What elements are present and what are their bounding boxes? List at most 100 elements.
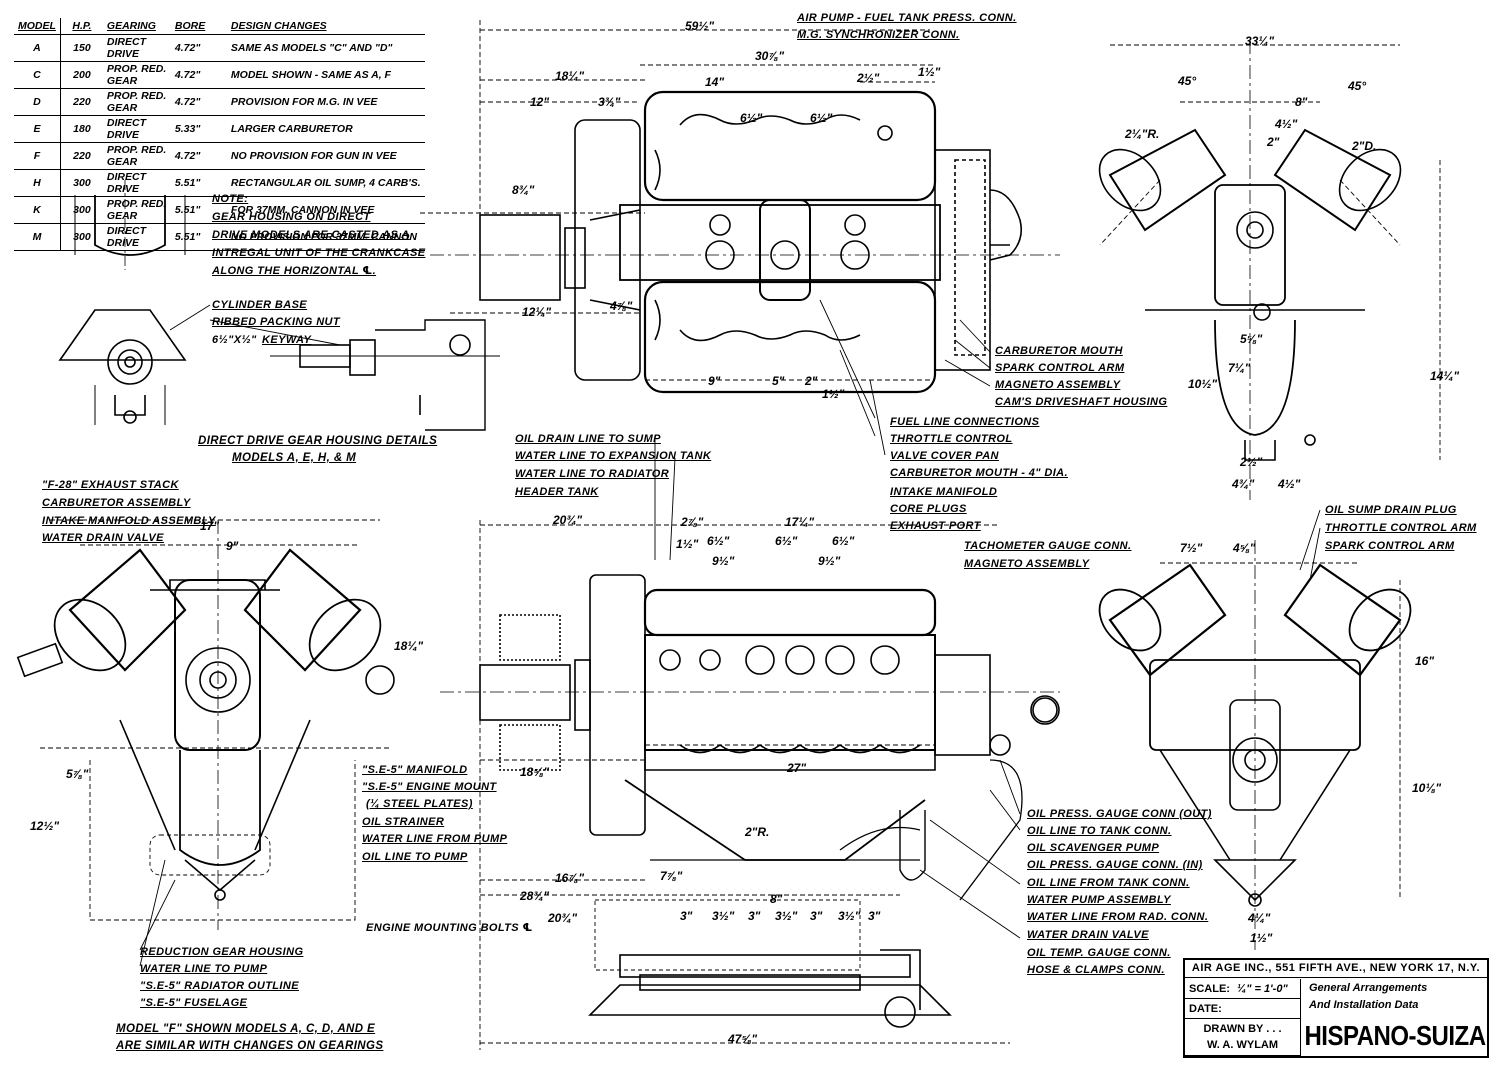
- label-keyway: Keyway: [262, 334, 312, 346]
- hp-cell: 150: [60, 34, 103, 62]
- dim-3s-4: 3": [810, 909, 823, 923]
- dim-4e: 4⅝": [1233, 541, 1256, 555]
- drawn-by-block: DRAWN BY . . . W. A. WYLAM: [1185, 1019, 1301, 1056]
- dim-18b: 18¼": [394, 639, 424, 653]
- note-line: Gear Housing On Direct: [212, 211, 371, 223]
- rear-view-drawing: [1030, 540, 1412, 950]
- dim-20a: 20¾": [553, 513, 583, 527]
- dim-5b: 5⅝": [1240, 332, 1263, 346]
- dim-6e: 6½": [832, 534, 855, 548]
- dim-10b: 10⅛": [1412, 781, 1442, 795]
- model-cell: E: [14, 115, 61, 143]
- label-magneto-assembly: Magneto Assembly: [995, 379, 1121, 391]
- dim-2d: 2¼"R.: [1125, 127, 1160, 141]
- dim-2a: 2½": [857, 71, 880, 85]
- label-fuel-line-connections: Fuel Line Connections: [890, 416, 1040, 428]
- label-oil-line-from-tank: Oil Line From Tank Conn.: [1027, 877, 1190, 889]
- model-row: A150Direct Drive4.72"Same As Models "C" …: [14, 34, 425, 62]
- gear-housing-drawing: [58, 180, 500, 431]
- dim-8a: 8¾": [512, 183, 535, 197]
- dim-3s-1: 3½": [712, 909, 735, 923]
- dim-4c: 4¾": [1232, 477, 1255, 491]
- dim-12b: 12¼": [522, 305, 552, 319]
- label-front-water-drain-valve: Water Drain Valve: [42, 532, 164, 544]
- dim-17b: 17¼": [785, 515, 815, 529]
- label-exhaust-port: Exhaust Port: [890, 520, 981, 532]
- model-cell: F: [14, 142, 61, 170]
- label-hose-clamps: Hose & Clamps Conn.: [1027, 964, 1165, 976]
- dim-5a: 5": [772, 374, 785, 388]
- hp-cell: 300: [60, 223, 103, 251]
- dim-16: 16⅞": [555, 871, 585, 885]
- label-water-pump-assembly: Water Pump Assembly: [1027, 894, 1171, 906]
- label-air-pump: Air Pump - Fuel Tank Press. Conn.: [797, 12, 1017, 24]
- date-label: DATE:: [1189, 1003, 1222, 1015]
- dim-20b: 20¾": [548, 911, 578, 925]
- dim-4d: 4½": [1278, 477, 1301, 491]
- drawn-by-name: W. A. WYLAM: [1206, 1039, 1279, 1051]
- dim-3a: 3¾": [598, 95, 621, 109]
- header-design-changes: Design Changes: [226, 18, 425, 35]
- model-cell: H: [14, 169, 61, 197]
- label-tachometer-gauge: Tachometer Gauge Conn.: [964, 540, 1132, 552]
- leader-lines: [139, 299, 1321, 967]
- gearing-cell: Direct Drive: [102, 34, 171, 62]
- model-row: M300Direct Drive5.51"No Provision For 37…: [14, 223, 425, 251]
- model-cell: D: [14, 88, 61, 116]
- bore-cell: 5.33": [170, 115, 227, 143]
- header-hp: H.P.: [60, 18, 103, 35]
- label-se5-radiator-outline: "S.E-5" Radiator Outline: [140, 980, 299, 992]
- description-line-2: And Installation Data: [1309, 999, 1419, 1011]
- dim-7a: 7¼": [1228, 361, 1251, 375]
- engine-name: HISPANO-SUIZA: [1304, 1020, 1486, 1052]
- hp-cell: 300: [60, 196, 103, 224]
- model-cell: A: [14, 34, 61, 62]
- label-intake-manifold: Intake Manifold: [890, 486, 998, 498]
- dim-33: 33¼": [1245, 34, 1275, 48]
- note-line: Drive Models Are Casted As A: [212, 229, 410, 241]
- model-cell: M: [14, 223, 61, 251]
- label-keyway-dim: 6½"x½": [212, 334, 257, 346]
- front-view-drawing: [16, 519, 395, 930]
- design-change-cell: Provision For M.G. In Vee: [226, 88, 425, 116]
- model-row: D220Prop. Red. Gear4.72"Provision For M.…: [14, 88, 425, 116]
- bore-cell: 4.72": [170, 88, 227, 116]
- dim-9a: 9": [708, 374, 721, 388]
- dim-14: 14": [705, 75, 725, 89]
- label-steel-plates: (¼ Steel Plates): [366, 798, 473, 810]
- bore-cell: 4.72": [170, 34, 227, 62]
- hp-cell: 300: [60, 169, 103, 197]
- label-water-drain-valve: Water Drain Valve: [1027, 929, 1149, 941]
- dim-6d: 6½": [775, 534, 798, 548]
- label-oil-strainer: Oil Strainer: [362, 816, 445, 828]
- model-table: Model H.P. Gearing Bore Design Changes A…: [14, 18, 425, 251]
- label-oil-drain-line: Oil Drain Line To Sump: [515, 433, 661, 445]
- label-water-line-expansion: Water Line To Expansion Tank: [515, 450, 712, 462]
- dim-3s-6: 3": [868, 909, 881, 923]
- dim-2c: 2": [1267, 135, 1280, 149]
- gearing-cell: Prop. Red. Gear: [102, 142, 171, 170]
- design-change-cell: Same As Models "C" and "D": [226, 34, 425, 62]
- scale-value: ¼" = 1'-0": [1237, 983, 1288, 995]
- design-change-cell: For 37mm. Cannon In Vee: [226, 196, 425, 224]
- dim-2e: 2"D.: [1352, 139, 1377, 153]
- note-line: Intregal Unit Of The Crankcase: [212, 247, 426, 259]
- dim-overall-length: 59½": [685, 19, 715, 33]
- date-row: DATE:: [1185, 999, 1301, 1019]
- dim-9c: 9½": [712, 554, 735, 568]
- label-oil-press-gauge-out: Oil Press. Gauge Conn (Out): [1027, 808, 1212, 820]
- dim-9d: 9½": [818, 554, 841, 568]
- label-oil-sump-drain-plug: Oil Sump Drain Plug: [1325, 504, 1457, 516]
- dim-6c: 6½": [707, 534, 730, 548]
- label-se5-fuselage: "S.E-5" Fuselage: [140, 997, 248, 1009]
- dim-3s-3: 3½": [775, 909, 798, 923]
- label-oil-line-to-pump: Oil Line To Pump: [362, 851, 468, 863]
- label-water-line-radiator: Water Line To Radiator: [515, 468, 670, 480]
- dim-27: 27": [787, 761, 807, 775]
- bore-cell: 4.72": [170, 142, 227, 170]
- label-cylinder-base: Cylinder Base: [212, 299, 308, 311]
- dim-1d: 1½": [1250, 931, 1273, 945]
- label-valve-cover-pan: Valve Cover Pan: [890, 450, 999, 462]
